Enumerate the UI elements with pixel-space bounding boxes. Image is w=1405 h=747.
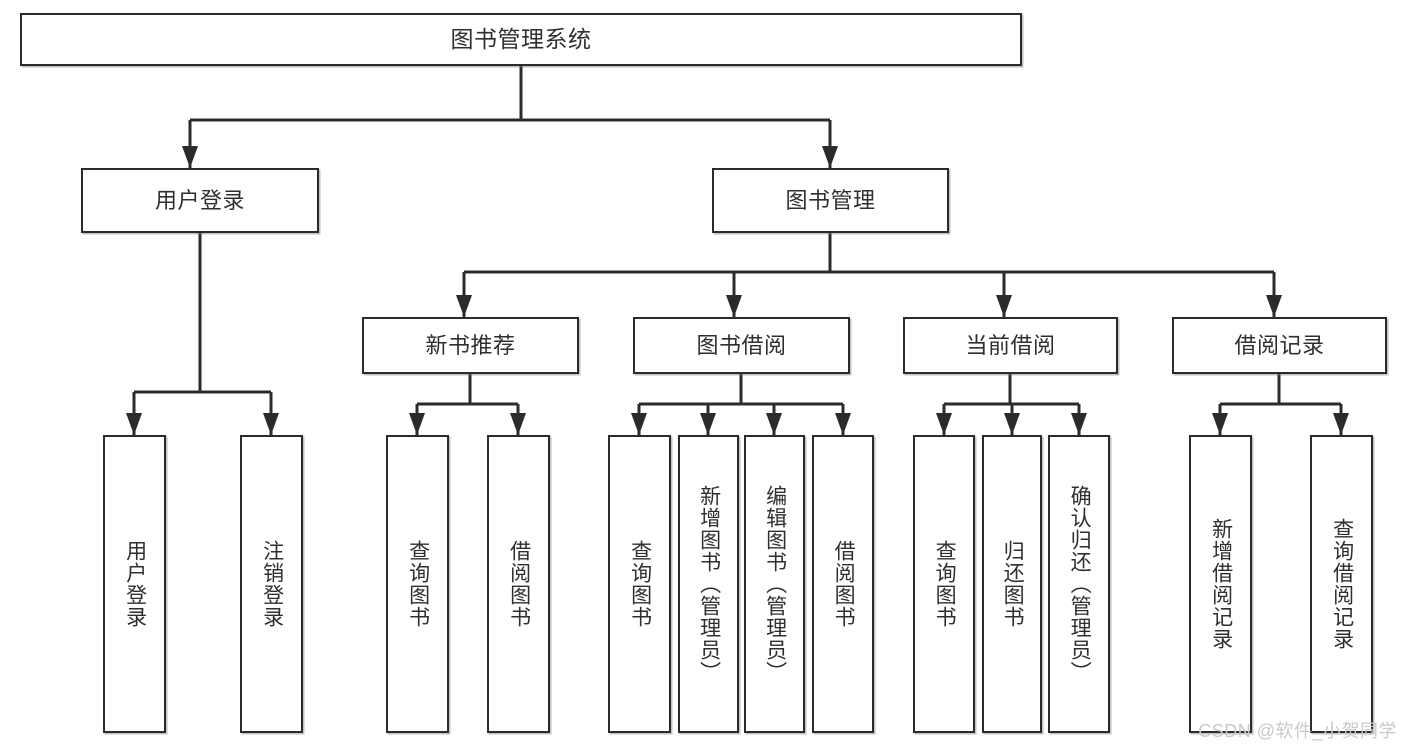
node-label: 归还图书 [1001, 540, 1025, 628]
node-label: 编辑图书（管理员） [763, 485, 787, 683]
node-current[interactable]: 当前借阅 [903, 317, 1118, 374]
current-fanout-arrow-2 [1071, 413, 1087, 435]
bookmgmt-fanout-arrow-1 [726, 295, 742, 317]
node-leaf9[interactable]: 查询图书 [913, 435, 975, 733]
login-fanout-arrow-1 [263, 413, 279, 435]
node-borrow[interactable]: 图书借阅 [633, 317, 850, 374]
newbook-fanout-arrow-1 [510, 413, 526, 435]
borrow-fanout-arrow-0 [631, 413, 647, 435]
node-leaf6[interactable]: 新增图书（管理员） [678, 435, 739, 733]
root-fanout-arrow-0 [182, 146, 198, 168]
node-label: 图书管理系统 [450, 25, 592, 52]
node-label: 借阅图书 [832, 540, 856, 628]
node-label: 用户登录 [154, 187, 245, 213]
borrow-fanout-arrow-1 [700, 413, 716, 435]
bookmgmt-fanout-arrow-0 [456, 295, 472, 317]
node-label: 图书管理 [785, 187, 876, 213]
node-leaf13[interactable]: 查询借阅记录 [1310, 435, 1373, 733]
node-label: 当前借阅 [965, 332, 1056, 358]
records-fanout-arrow-1 [1333, 413, 1349, 435]
node-label: 注销登录 [260, 540, 284, 628]
node-label: 图书借阅 [696, 332, 787, 358]
node-leaf8[interactable]: 借阅图书 [812, 435, 874, 733]
node-leaf4[interactable]: 借阅图书 [487, 435, 550, 733]
node-label: 查询图书 [628, 540, 652, 628]
node-root[interactable]: 图书管理系统 [20, 13, 1022, 66]
node-leaf10[interactable]: 归还图书 [982, 435, 1042, 733]
node-label: 借阅图书 [507, 540, 531, 628]
newbook-fanout-arrow-0 [409, 413, 425, 435]
node-label: 新书推荐 [425, 332, 516, 358]
node-label: 查询图书 [406, 540, 430, 628]
current-fanout-arrow-0 [936, 413, 952, 435]
records-fanout-arrow-0 [1212, 413, 1228, 435]
root-fanout-arrow-1 [822, 146, 838, 168]
node-newbook[interactable]: 新书推荐 [362, 317, 579, 374]
node-records[interactable]: 借阅记录 [1172, 317, 1387, 374]
node-label: 新增图书（管理员） [697, 485, 721, 683]
node-login[interactable]: 用户登录 [81, 168, 319, 233]
bookmgmt-fanout-arrow-3 [1266, 295, 1282, 317]
borrow-fanout-arrow-3 [835, 413, 851, 435]
node-leaf11[interactable]: 确认归还（管理员） [1048, 435, 1110, 733]
node-label: 用户登录 [123, 540, 147, 628]
node-label: 查询借阅记录 [1330, 518, 1354, 650]
node-leaf3[interactable]: 查询图书 [386, 435, 449, 733]
node-leaf7[interactable]: 编辑图书（管理员） [744, 435, 805, 733]
node-leaf5[interactable]: 查询图书 [608, 435, 671, 733]
borrow-fanout-arrow-2 [766, 413, 782, 435]
node-leaf1[interactable]: 用户登录 [103, 435, 166, 733]
node-label: 确认归还（管理员） [1068, 485, 1092, 683]
bookmgmt-fanout-arrow-2 [996, 295, 1012, 317]
login-fanout-arrow-0 [126, 413, 142, 435]
node-leaf2[interactable]: 注销登录 [240, 435, 303, 733]
node-bookmgmt[interactable]: 图书管理 [712, 168, 949, 233]
current-fanout-arrow-1 [1004, 413, 1020, 435]
node-label: 查询图书 [933, 540, 957, 628]
node-leaf12[interactable]: 新增借阅记录 [1189, 435, 1252, 733]
node-label: 借阅记录 [1234, 332, 1325, 358]
node-label: 新增借阅记录 [1209, 518, 1233, 650]
watermark-text: CSDN @软件_小贺同学 [1198, 721, 1397, 741]
